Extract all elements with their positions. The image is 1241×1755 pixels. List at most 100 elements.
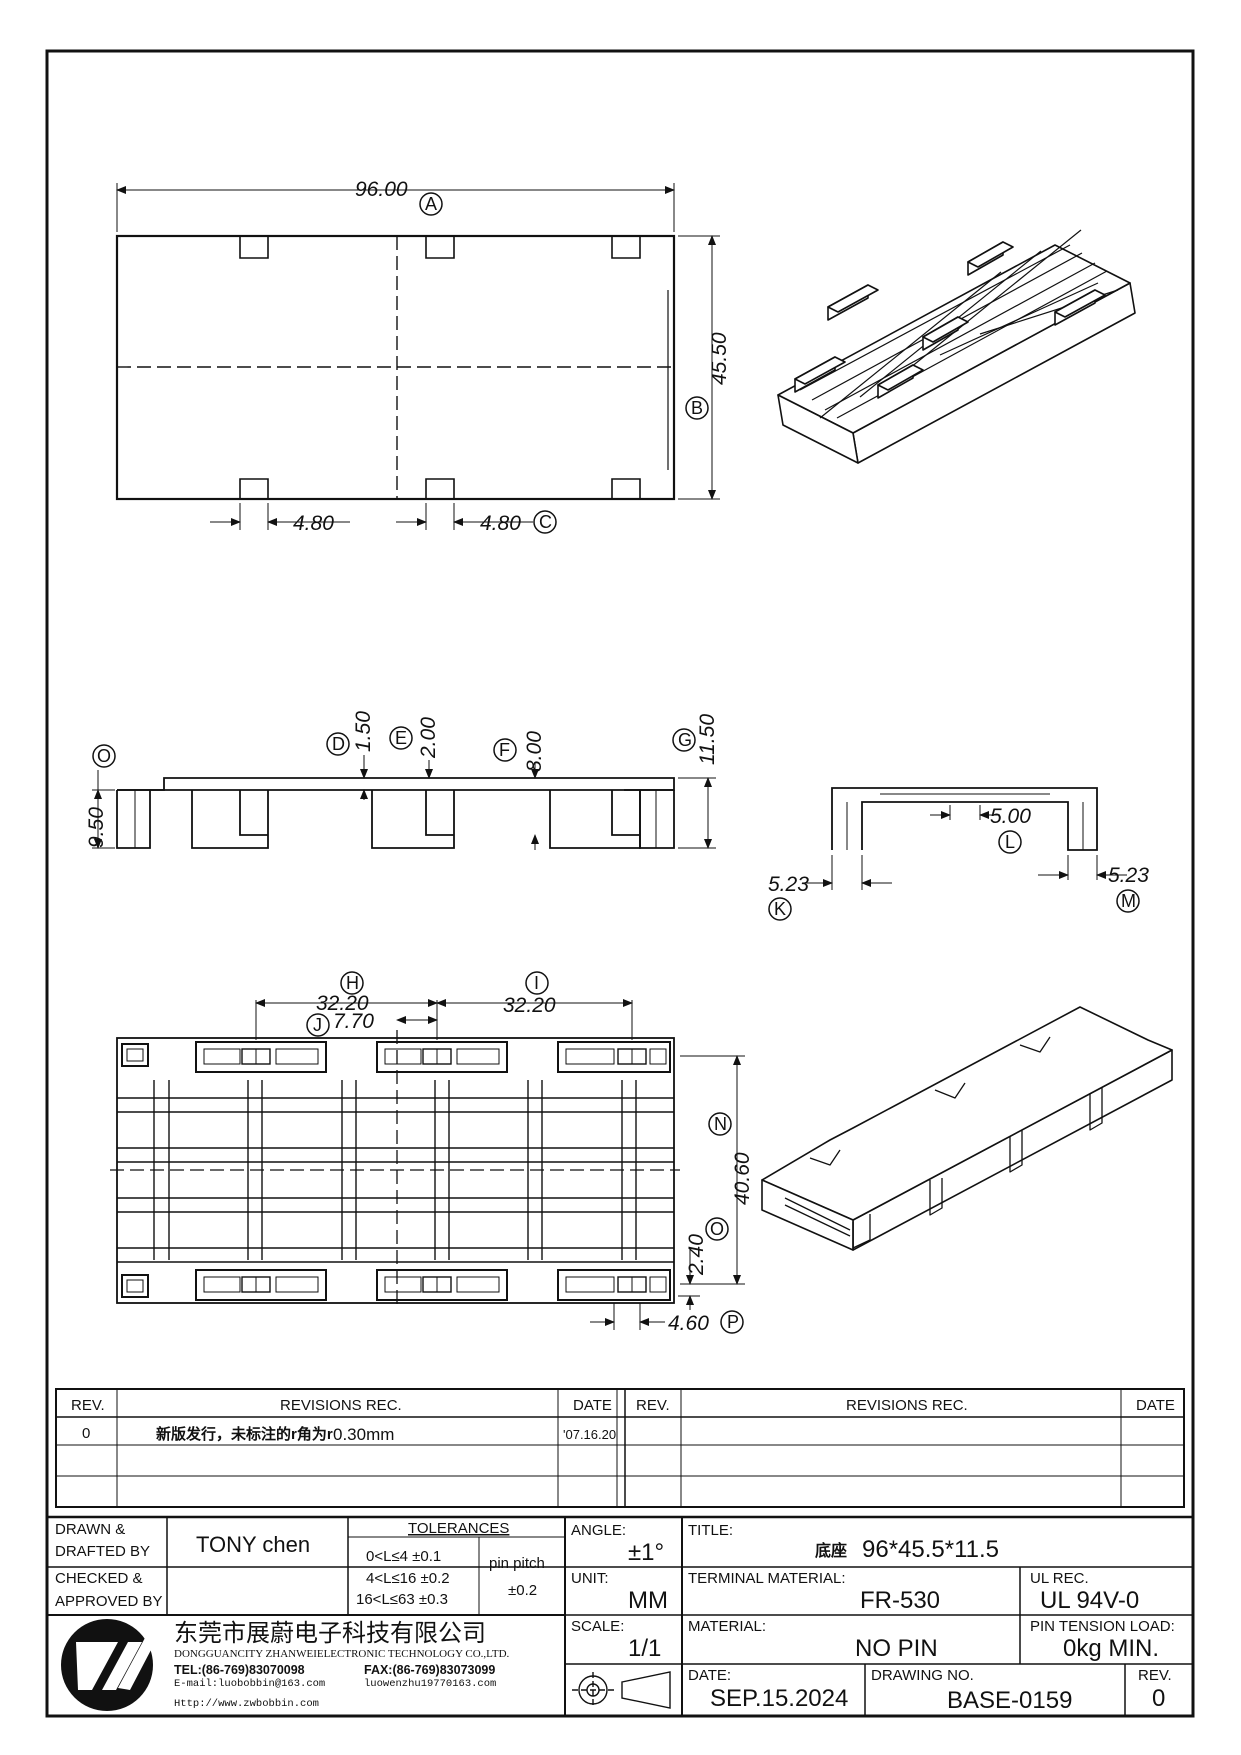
dim-d: 1.50	[352, 711, 375, 752]
pin-pitch-label: pin pitch	[489, 1555, 545, 1572]
side-view	[92, 755, 716, 850]
tag-n: N	[714, 1114, 727, 1134]
title-label: TITLE:	[688, 1522, 733, 1539]
end-view	[802, 787, 1127, 890]
tag-j: J	[313, 1015, 322, 1035]
angle-value: ±1°	[628, 1539, 664, 1566]
rev-header: REV.	[71, 1397, 105, 1414]
company-tel: TEL:(86-769)83070098	[174, 1663, 305, 1677]
terminal-material-label: TERMINAL MATERIAL:	[688, 1570, 846, 1587]
dim-width-value: 96.00	[355, 178, 408, 201]
bottom-view	[110, 999, 745, 1330]
tag-o-bottom-bubble	[705, 1217, 729, 1241]
tag-k: K	[774, 899, 786, 919]
title-block	[45, 1515, 1195, 1718]
dim-n: 40.60	[731, 1152, 754, 1205]
drawn-label-1: DRAWN &	[55, 1521, 125, 1538]
pin-pitch-value: ±0.2	[508, 1582, 537, 1599]
checked-label-2: APPROVED BY	[55, 1593, 163, 1610]
tag-m-bubble	[1116, 889, 1140, 913]
tag-c-bubble	[533, 510, 557, 534]
revision-table	[55, 1388, 1185, 1508]
revisions-header: REVISIONS REC.	[280, 1397, 402, 1414]
tag-h-bubble	[340, 971, 364, 995]
date-header: DATE	[573, 1397, 612, 1414]
title-cn: 底座	[815, 1541, 847, 1560]
rev-value: 0	[1152, 1685, 1165, 1712]
angle-label: ANGLE:	[571, 1522, 626, 1539]
drawn-value: TONY chen	[196, 1532, 310, 1557]
top-view	[115, 183, 720, 530]
dim-o-side: 9.50	[85, 807, 108, 848]
iso-view-bottom	[761, 1006, 1173, 1251]
ul-rec-label: UL REC.	[1030, 1570, 1089, 1587]
revisions-header-2: REVISIONS REC.	[846, 1397, 968, 1414]
pin-tension-value: 0kg MIN.	[1063, 1635, 1159, 1662]
company-name-en: DONGGUANCITY ZHANWEIELECTRONIC TECHNOLOG…	[174, 1648, 510, 1660]
tag-l-bubble	[998, 830, 1022, 854]
tag-c: C	[539, 512, 552, 532]
dim-l: 5.00	[990, 805, 1031, 828]
date-value: SEP.15.2024	[710, 1685, 848, 1712]
tag-j-bubble	[306, 1013, 330, 1037]
revision-row-date: '07.16.20	[563, 1427, 616, 1442]
tag-k-bubble	[768, 897, 792, 921]
dim-j: 7.70	[333, 1010, 374, 1033]
tag-o-side-bubble	[92, 744, 116, 768]
tag-g: G	[678, 730, 692, 750]
tag-b: B	[691, 398, 703, 418]
dim-o-bottom: 2.40	[685, 1234, 708, 1276]
scale-label: SCALE:	[571, 1618, 624, 1635]
projection-symbol	[572, 1671, 671, 1709]
dim-e: 2.00	[417, 717, 440, 759]
tag-o-side: O	[97, 746, 111, 766]
dim-notch-left: 4.80	[293, 512, 334, 535]
revision-row-text-cn: 新版发行，未标注的r角为r	[156, 1425, 333, 1443]
pin-tension-label: PIN TENSION LOAD:	[1030, 1618, 1175, 1635]
tag-d-bubble	[326, 732, 350, 756]
tag-i-bubble	[525, 971, 549, 995]
tag-f: F	[499, 740, 510, 760]
revision-row-rev: 0	[82, 1425, 90, 1442]
tag-e-bubble	[389, 726, 413, 750]
date-header-2: DATE	[1136, 1397, 1175, 1414]
company-email-2: luowenzhu19770163.com	[364, 1678, 496, 1690]
dim-k: 5.23	[768, 873, 809, 896]
dim-notch-right: 4.80	[480, 512, 521, 535]
company-fax: FAX:(86-769)83073099	[364, 1663, 495, 1677]
tag-p: P	[727, 1312, 739, 1332]
tolerance-row-1: 0<L≤4 ±0.1	[366, 1548, 441, 1565]
tag-a-bubble	[419, 192, 443, 216]
tag-l: L	[1005, 832, 1015, 852]
dim-p: 4.60	[668, 1312, 709, 1335]
rev-label: REV.	[1138, 1667, 1172, 1684]
checked-label-1: CHECKED &	[55, 1570, 143, 1587]
tag-d: D	[332, 734, 345, 754]
title-value: 96*45.5*11.5	[862, 1536, 999, 1563]
tag-e: E	[395, 728, 407, 748]
tag-m: M	[1121, 891, 1136, 911]
dim-m: 5.23	[1108, 864, 1149, 887]
dim-g: 11.50	[696, 714, 719, 765]
terminal-material-value: FR-530	[860, 1587, 940, 1614]
tag-f-bubble	[493, 738, 517, 762]
unit-label: UNIT:	[571, 1570, 609, 1587]
tag-h: H	[346, 973, 359, 993]
tag-b-bubble	[685, 396, 709, 420]
tolerances-title: TOLERANCES	[408, 1520, 509, 1537]
company-logo	[61, 1619, 153, 1711]
material-value: NO PIN	[855, 1635, 938, 1662]
iso-view-top	[777, 229, 1136, 464]
unit-value: MM	[628, 1587, 668, 1614]
tolerance-row-3: 16<L≤63 ±0.3	[356, 1591, 448, 1608]
drawing-no-value: BASE-0159	[947, 1687, 1072, 1714]
tolerance-row-2: 4<L≤16 ±0.2	[366, 1570, 450, 1587]
drawn-label-2: DRAFTED BY	[55, 1543, 150, 1560]
revision-row-text-val: 0.30mm	[333, 1425, 394, 1444]
company-email: E-mail:luobobbin@163.com	[174, 1678, 325, 1690]
ul-rec-value: UL 94V-0	[1040, 1587, 1139, 1614]
tag-g-bubble	[672, 728, 696, 752]
drawing-no-label: DRAWING NO.	[871, 1667, 974, 1684]
tag-p-bubble	[720, 1310, 744, 1334]
